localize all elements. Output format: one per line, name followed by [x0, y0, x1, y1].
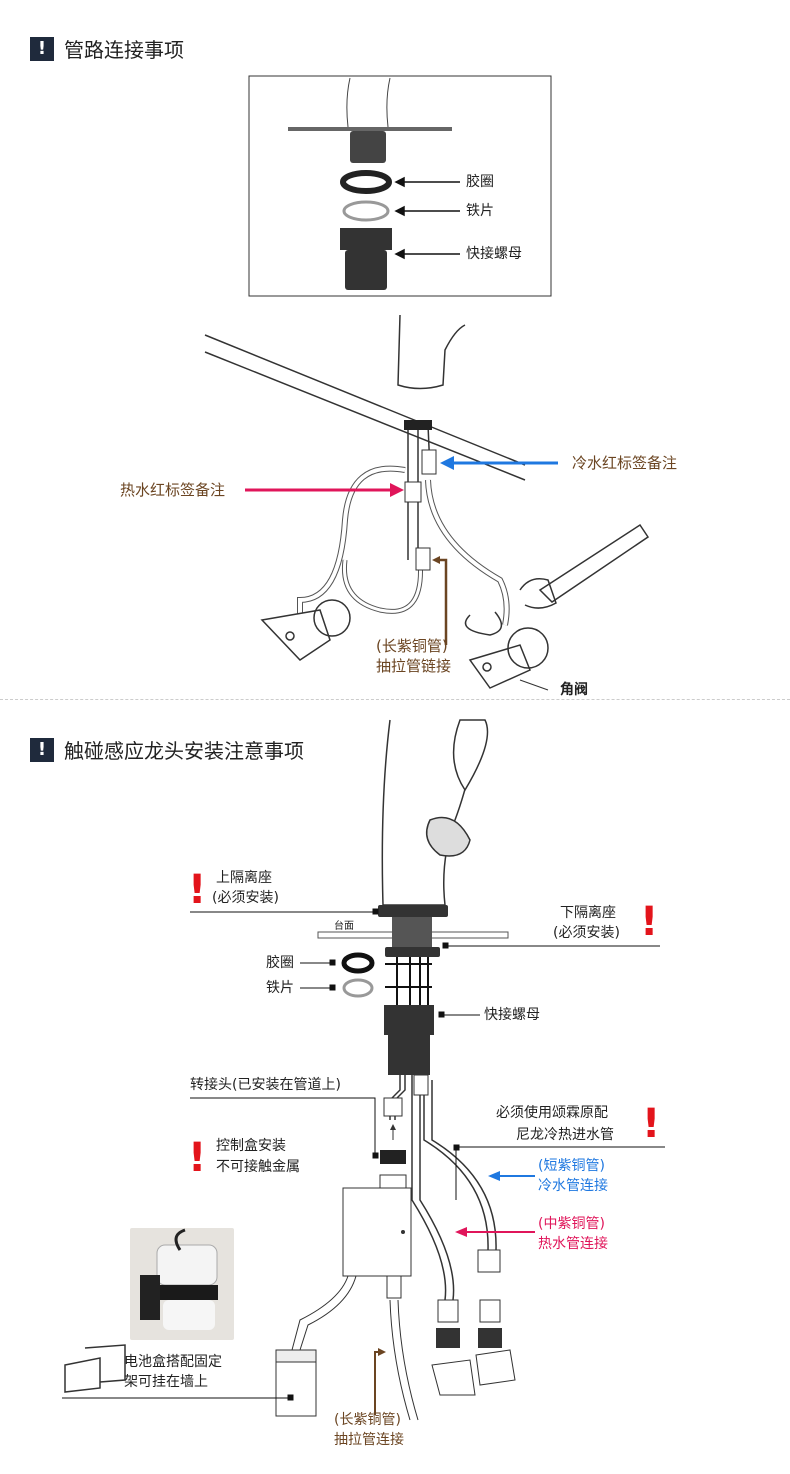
hot-arrow: [245, 483, 404, 497]
inset-label-gasket: 胶圈: [466, 174, 494, 190]
section2-title-text: 触碰感应龙头安装注意事项: [64, 739, 304, 763]
mid-pipe-label-2: 热水管连接: [538, 1236, 608, 1252]
washer-ring: [342, 200, 390, 222]
battery-label-1: 电池盒搭配固定: [124, 1354, 222, 1370]
adapter-label: 转接头(已安装在管道上): [190, 1077, 341, 1093]
short-pipe-label-1: (短紫铜管): [538, 1158, 605, 1174]
long-pipe-label-1: (长紫铜管): [334, 1412, 401, 1428]
gasket-label: 胶圈: [266, 955, 294, 971]
hot-label: 热水红标签备注: [120, 481, 226, 499]
section-divider: [0, 699, 790, 700]
control-box-label-1: 控制盒安装: [216, 1138, 286, 1154]
section1-title: ! 管路连接事项: [30, 34, 184, 63]
thread-shank: [350, 131, 386, 163]
upper-seat-1: 上隔离座: [216, 870, 272, 886]
inset-label-quick-nut: 快接螺母: [466, 246, 522, 262]
nylon-label-1: 必须使用颂霖原配: [496, 1105, 608, 1121]
long-pipe-label-1: (长紫铜管): [376, 637, 448, 655]
nylon-label-2: 尼龙冷热进水管: [516, 1127, 614, 1143]
countertop: [288, 127, 452, 131]
long-pipe-arrow: [432, 556, 448, 645]
lower-seat-2: (必须安装): [553, 925, 620, 941]
lower-seat-1: 下隔离座: [560, 905, 616, 921]
quick-nut-top: [340, 228, 392, 250]
quick-nut-label: 快接螺母: [484, 1007, 540, 1023]
exclamation-icon: !: [30, 36, 54, 61]
inset-label-washer: 铁片: [466, 203, 494, 219]
exclamation-icon: !: [30, 737, 54, 762]
washer-label: 铁片: [266, 980, 294, 996]
upper-seat-2: (必须安装): [212, 890, 279, 906]
quick-nut-body: [345, 250, 387, 290]
inset-frame: [248, 75, 552, 297]
short-pipe-label-2: 冷水管连接: [538, 1178, 608, 1194]
gasket-ring: [340, 170, 392, 194]
battery-label-2: 架可挂在墙上: [124, 1374, 208, 1390]
control-box: [342, 1187, 412, 1277]
warning-icon: !: [642, 1101, 661, 1147]
warning-icon: !: [188, 867, 207, 913]
angle-valve-label: 角阀: [560, 682, 588, 698]
long-pipe-label-2: 抽拉管连接: [334, 1432, 404, 1448]
warning-icon: !: [188, 1135, 207, 1181]
control-box-label-2: 不可接触金属: [216, 1159, 300, 1175]
countertop-label: 台面: [334, 921, 354, 932]
cold-arrow: [440, 456, 558, 470]
long-pipe-label-2: 抽拉管链接: [376, 657, 452, 675]
mid-pipe-label-1: (中紫铜管): [538, 1216, 605, 1232]
warning-icon: !: [640, 899, 659, 945]
section2-title: ! 触碰感应龙头安装注意事项: [30, 735, 304, 764]
cold-label: 冷水红标签备注: [572, 454, 678, 472]
section1-title-text: 管路连接事项: [64, 38, 184, 62]
